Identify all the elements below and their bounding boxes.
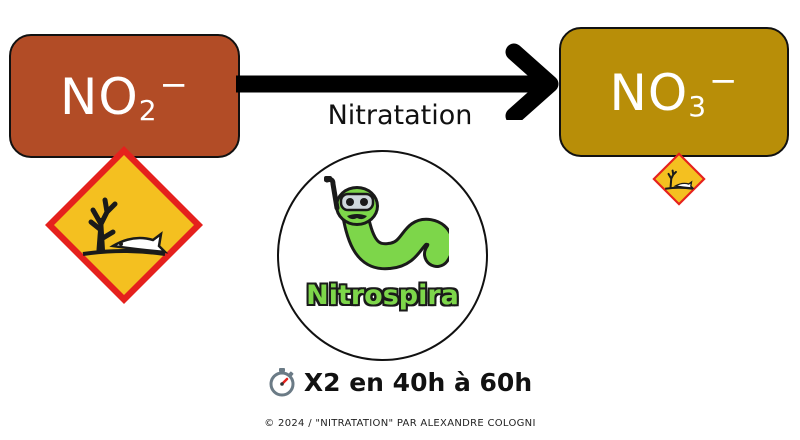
organism-name: Nitrospira: [279, 280, 486, 311]
environmental-hazard-icon: [41, 142, 207, 308]
rate-line: X2 en 40h à 60h: [0, 367, 800, 397]
nitrate-box: NO3−: [559, 27, 789, 157]
nitrate-formula: NO3−: [609, 61, 738, 123]
process-label: Nitratation: [300, 100, 500, 131]
environmental-hazard-icon-small: [651, 151, 707, 207]
credit-line: © 2024 / "NITRATATION" PAR ALEXANDRE COL…: [0, 418, 800, 429]
worm-with-snorkel-icon: [319, 174, 449, 279]
rate-text: X2 en 40h à 60h: [304, 368, 532, 397]
nitrite-formula: NO2−: [60, 65, 189, 127]
organism-circle: Nitrospira: [277, 150, 488, 361]
stopwatch-icon: [268, 367, 296, 397]
nitrite-box: NO2−: [9, 34, 240, 158]
